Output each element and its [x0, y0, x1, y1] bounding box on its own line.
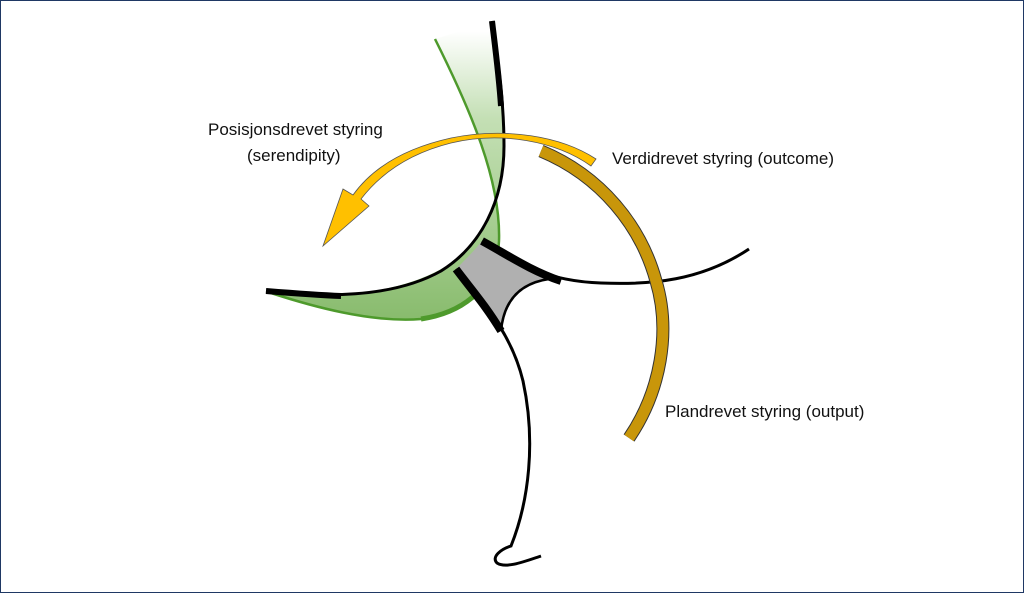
center-gray-region [456, 241, 549, 331]
label-plan-driven: Plandrevet styring (output) [665, 402, 865, 421]
position-arrow [322, 132, 597, 248]
label-value-driven: Verdidrevet styring (outcome) [612, 149, 835, 168]
label-position-driven: Posisjonsdrevet styring [208, 120, 383, 139]
label-position-driven-sub: (serendipity) [247, 146, 341, 165]
